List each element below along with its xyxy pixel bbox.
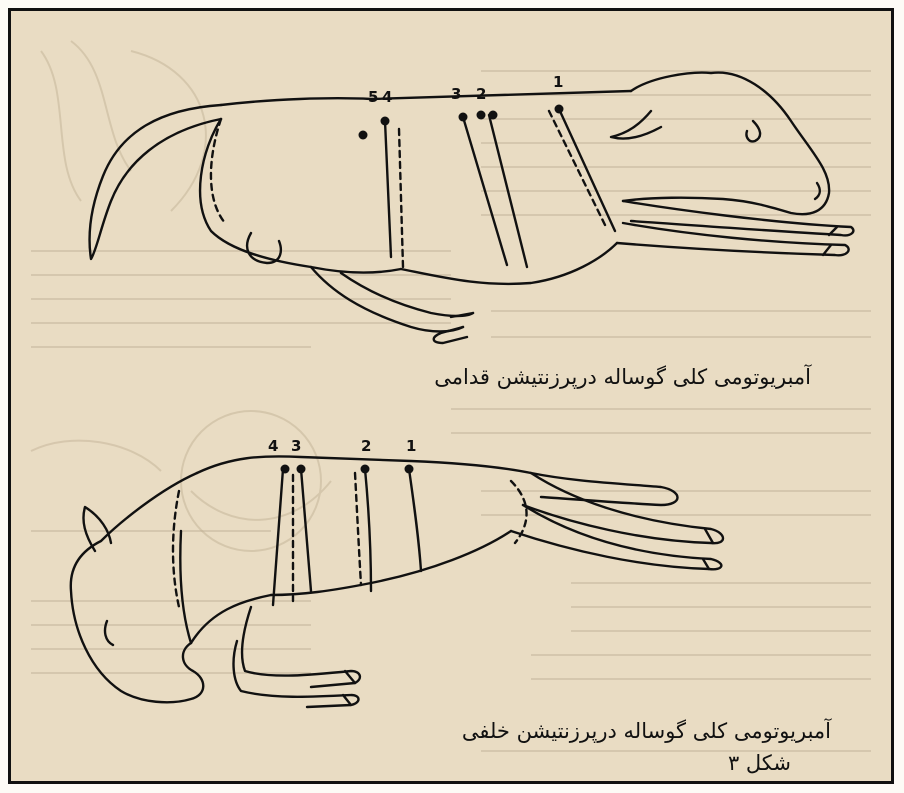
bottom-cut-label-2: 2: [361, 437, 371, 455]
cut-point-dots: [281, 105, 564, 474]
figure-label: شکل ۳: [728, 751, 791, 775]
figure-frame: 5 4 3 2 1 4 3 2 1 آمبریوتومی کلی گوساله …: [8, 8, 894, 784]
bottom-cut-label-3: 3: [291, 437, 301, 455]
bottom-panel-caption: آمبریوتومی کلی گوساله درپرزنتیشن خلفی: [462, 719, 831, 743]
top-cut-label-3: 3: [451, 85, 461, 103]
embryotomy-illustration: 5 4 3 2 1 4 3 2 1: [11, 11, 891, 781]
top-cut-label-1: 1: [553, 73, 563, 91]
bottom-calf-outline: [71, 456, 723, 707]
top-cut-label-2: 2: [476, 85, 486, 103]
top-cut-label-4: 4: [382, 88, 392, 106]
top-cut-label-5: 5: [368, 88, 378, 106]
top-panel-caption: آمبریوتومی کلی گوساله درپرزنتیشن قدامی: [434, 365, 811, 389]
top-calf-outline: [90, 73, 854, 343]
bottom-cut-label-1: 1: [406, 437, 416, 455]
bottom-cut-label-4: 4: [268, 437, 278, 455]
